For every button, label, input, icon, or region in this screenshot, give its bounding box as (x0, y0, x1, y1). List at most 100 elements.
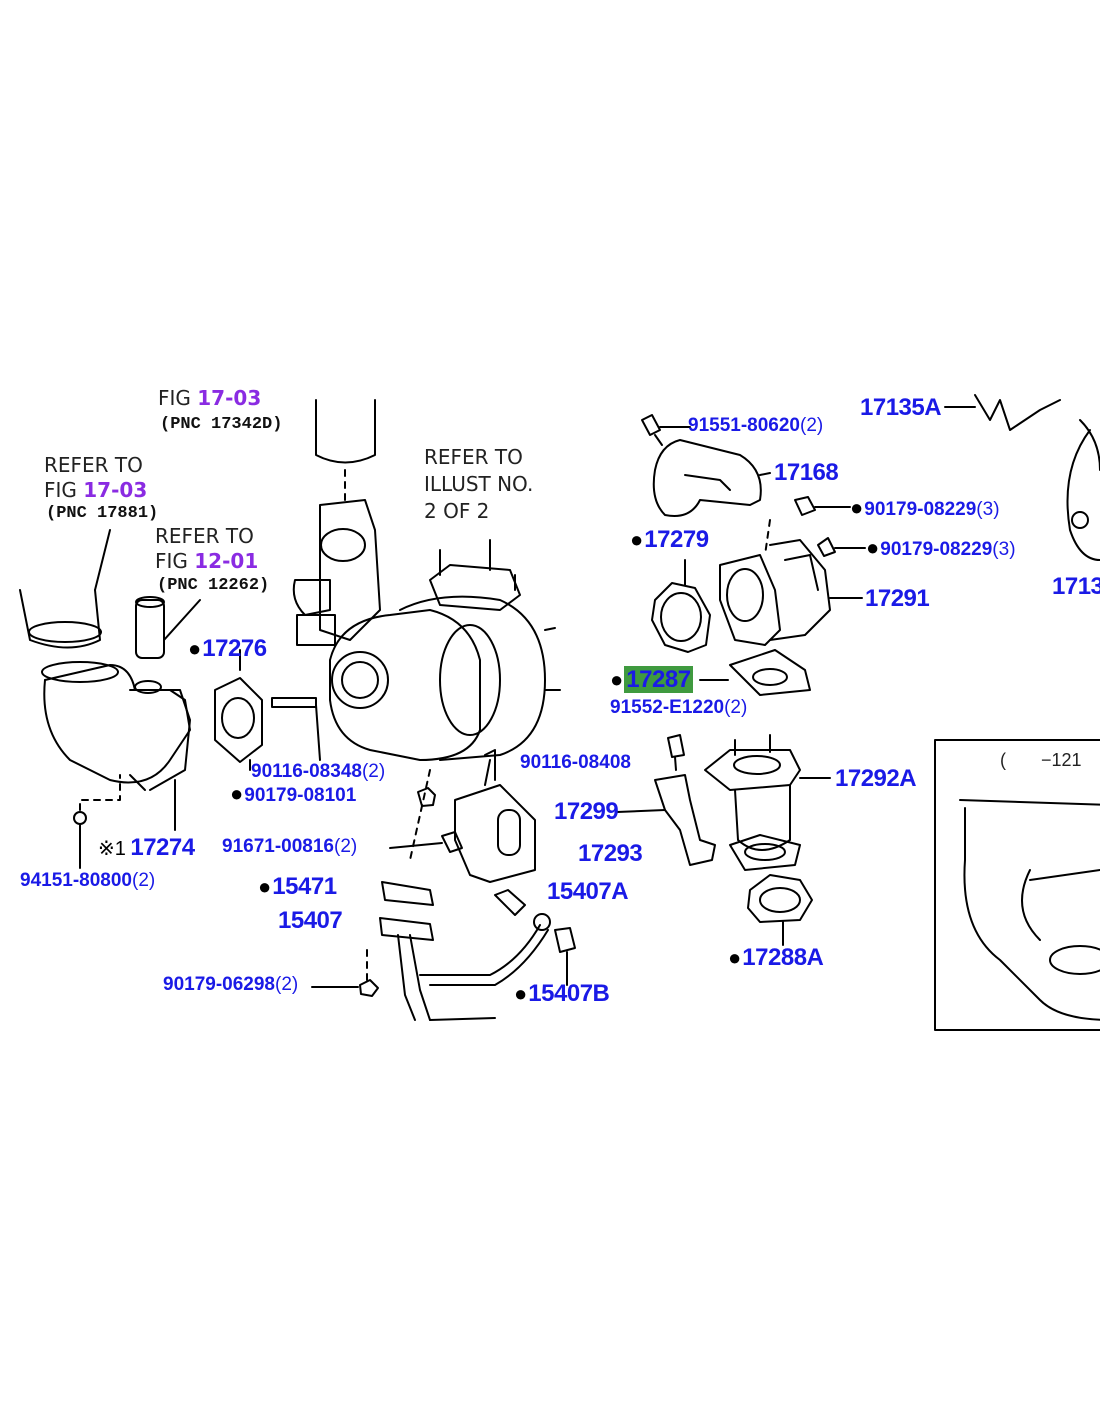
part-number[interactable]: 91671-00816 (222, 836, 334, 857)
inset-range: −121 (1041, 750, 1082, 770)
intake-pipe-drawing (315, 399, 376, 501)
converter-drawing (719, 496, 866, 646)
inset-header: ( −121 (1000, 751, 1082, 769)
quantity: (2) (132, 870, 156, 891)
part-91551-80620[interactable]: 91551-80620(2) (688, 416, 823, 435)
mid-pnc: (PNC 12262) (157, 576, 270, 595)
quantity: (2) (800, 415, 824, 436)
bracket-17299-drawing (616, 774, 716, 866)
part-number[interactable]: 17274 (130, 834, 195, 861)
stud-drawing (271, 697, 321, 761)
part-number[interactable]: 17288A (742, 944, 824, 971)
part-15407b[interactable]: ●15407B (514, 980, 610, 1007)
bolt-91552-drawing (667, 734, 685, 771)
part-number[interactable]: 17279 (644, 526, 709, 553)
heat-insulator-drawing (641, 414, 771, 517)
quantity: (2) (724, 697, 748, 718)
part-number[interactable]: 17276 (202, 635, 267, 662)
oil-pipe-drawing (379, 881, 576, 1021)
gasket-17287-drawing (699, 649, 811, 696)
part-17135a[interactable]: 17135A (860, 394, 942, 421)
part-17274[interactable]: ※1 17274 (98, 836, 195, 860)
part-15471[interactable]: ●15471 (258, 875, 337, 899)
bullet-icon: ● (188, 636, 202, 661)
gasket-17288a-drawing (747, 874, 813, 946)
part-15407[interactable]: 15407 (278, 907, 343, 934)
part-number[interactable]: 91552-E1220 (610, 697, 725, 718)
quantity: (2) (275, 974, 299, 995)
part-number[interactable]: 94151-80800 (20, 870, 132, 891)
top-pnc: (PNC 17342D) (160, 415, 283, 434)
turbocharger-drawing (292, 499, 561, 861)
bullet-icon: ● (514, 981, 528, 1006)
exhaust-pipe-drawing (704, 734, 831, 871)
part-number[interactable]: 90179-08229 (864, 499, 977, 520)
part-15407a[interactable]: 15407A (547, 878, 629, 905)
inset-drawing (934, 739, 1100, 1031)
part-17293[interactable]: 17293 (578, 840, 643, 867)
quantity: (2) (361, 761, 386, 782)
bullet-icon: ● (610, 667, 624, 692)
note-mark: ※1 (98, 838, 126, 860)
part-number[interactable]: 90116-08348 (251, 761, 362, 782)
small-hose-drawing (135, 596, 201, 659)
bullet-icon: ● (728, 945, 742, 970)
part-17168[interactable]: 17168 (774, 459, 839, 486)
part-number[interactable]: 15471 (272, 873, 337, 900)
part-90179-08229-b[interactable]: ●90179-08229(3) (866, 537, 1016, 560)
top-fig-reference[interactable]: FIG 17-03 (158, 388, 261, 408)
part-17288a[interactable]: ●17288A (728, 944, 824, 971)
part-number[interactable]: 90179-08101 (244, 785, 357, 806)
left-fig-number[interactable]: 17-03 (83, 478, 148, 502)
bullet-icon: ● (630, 527, 644, 552)
part-17287[interactable]: ●17287 (610, 666, 693, 693)
part-1713-partial[interactable]: 1713 (1052, 573, 1100, 600)
part-17292a[interactable]: 17292A (835, 765, 917, 792)
bracket-17293-drawing (454, 749, 536, 883)
bullet-icon: ● (258, 874, 272, 899)
left-fig-reference[interactable]: FIG 17-03 (44, 480, 147, 500)
part-number[interactable]: 90179-06298 (163, 974, 275, 995)
illust-ref-line2: ILLUST NO. (424, 472, 534, 496)
top-fig-prefix: FIG (158, 386, 191, 410)
part-90179-08101[interactable]: ●90179-08101 (230, 781, 357, 806)
gasket-17279-drawing (651, 559, 711, 653)
part-17299[interactable]: 17299 (554, 798, 619, 825)
part-number-highlighted[interactable]: 17287 (624, 666, 693, 693)
illust-ref-line1: REFER TO (424, 445, 523, 469)
bullet-icon: ● (850, 495, 864, 520)
part-90116-08348[interactable]: 90116-08348(2) (251, 762, 385, 781)
part-91552-e1220[interactable]: 91552-E1220(2) (610, 698, 747, 717)
left-refer-to: REFER TO (44, 453, 143, 477)
elbow-pipe-drawing (41, 661, 191, 869)
part-17291[interactable]: 17291 (865, 585, 930, 612)
part-90179-08229-a[interactable]: ●90179-08229(3) (850, 495, 1000, 520)
part-90116-08408[interactable]: 90116-08408 (520, 752, 631, 773)
left-hose-drawing (19, 529, 111, 649)
illust-ref-line3: 2 OF 2 (424, 499, 490, 523)
part-number[interactable]: 90179-08229 (880, 539, 993, 560)
inset-bracket: ( (1000, 750, 1006, 770)
part-90179-06298[interactable]: 90179-06298(2) (163, 975, 298, 994)
part-17279[interactable]: ●17279 (630, 528, 709, 552)
mid-fig-number[interactable]: 12-01 (194, 549, 259, 573)
fragment-17135a-drawing (944, 394, 1100, 561)
part-94151-80800[interactable]: 94151-80800(2) (20, 871, 155, 890)
part-number[interactable]: 91551-80620 (688, 415, 800, 436)
part-91671-00816[interactable]: 91671-00816(2) (222, 837, 357, 856)
part-17276[interactable]: ●17276 (188, 637, 267, 661)
bullet-icon: ● (230, 781, 244, 806)
part-number[interactable]: 15407B (528, 980, 610, 1007)
quantity: (2) (334, 836, 358, 857)
quantity: (3) (976, 499, 1000, 520)
quantity: (3) (992, 539, 1016, 560)
fasteners-drawing (311, 787, 463, 997)
mid-fig-reference[interactable]: FIG 12-01 (155, 551, 258, 571)
left-fig-prefix: FIG (44, 478, 77, 502)
mid-refer-to: REFER TO (155, 524, 254, 548)
left-pnc: (PNC 17881) (46, 504, 159, 523)
top-fig-number[interactable]: 17-03 (197, 386, 262, 410)
mid-fig-prefix: FIG (155, 549, 188, 573)
gasket-17276-drawing (214, 649, 263, 771)
